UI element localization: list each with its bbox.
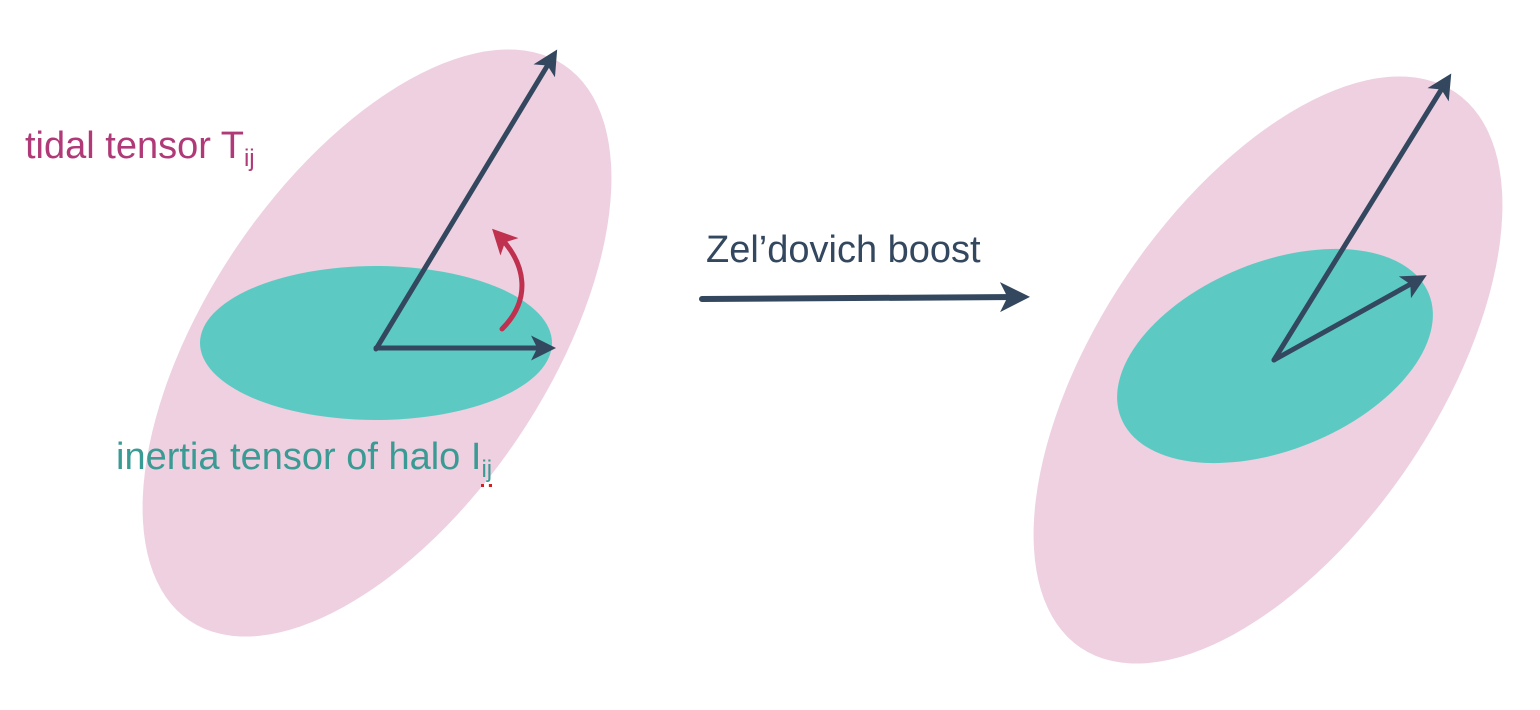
tidal-major-axis-arrow-left [373,49,558,352]
tidal-tensor-label: tidal tensor Tij [25,125,255,171]
halo-major-axis-arrow-right [1271,275,1427,363]
inertia-tensor-label: inertia tensor of halo Iij [116,436,493,487]
tidal-major-axis-arrow-right [1271,73,1452,363]
inertia-tensor-label-text: inertia tensor of halo I [116,436,482,478]
right-arrow-icon [699,282,1030,313]
halo-inertia-ellipse-left [200,266,552,420]
inertia-tensor-label-subscript: ij [481,456,493,487]
tidal-tensor-label-subscript: ij [243,145,255,172]
curved-rotation-arrow-icon [492,228,525,332]
zeldovich-boost-label: Zel’dovich boost [706,229,981,271]
right-panel [1033,73,1503,664]
tidal-tensor-label-text: tidal tensor T [25,125,244,167]
left-panel [142,49,612,637]
